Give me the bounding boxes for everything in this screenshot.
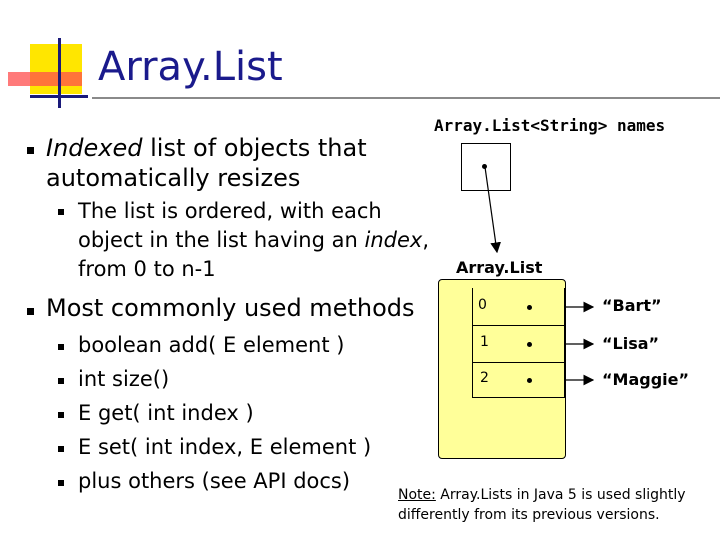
sub-bullet-marker	[58, 412, 64, 418]
note-label: Note:	[398, 487, 436, 503]
note-line-2: differently from its previous versions.	[398, 507, 660, 523]
reference-dot	[482, 164, 487, 169]
sub-bullet-marker	[58, 480, 64, 486]
row-dot	[527, 342, 532, 347]
title-underline-rule	[92, 97, 720, 99]
bullet-1-line-2: automatically resizes	[46, 164, 301, 192]
sub-bullet-1-line-1: The list is ordered, with each	[78, 199, 382, 223]
decor-vertical-line	[58, 38, 61, 108]
method-item: boolean add( E element )	[78, 333, 345, 357]
sub-bullet-marker	[58, 344, 64, 350]
method-item: E get( int index )	[78, 401, 254, 425]
row-dot	[527, 378, 532, 383]
decor-red-bar	[8, 72, 82, 86]
sub-bullet-marker	[58, 446, 64, 452]
row-index: 2	[480, 370, 489, 386]
sub-line2-post: ,	[422, 228, 429, 252]
bullet-1-line-1: Indexed list of objects that	[46, 132, 367, 164]
sub-line2-italic: index	[364, 228, 423, 252]
sub-bullet-marker	[58, 209, 64, 215]
note-line-1: Note: Array.Lists in Java 5 is used slig…	[398, 485, 686, 505]
bullet-marker	[27, 308, 34, 315]
row-divider	[472, 362, 564, 363]
list-label: Array.List	[456, 258, 543, 277]
method-item: E set( int index, E element )	[78, 435, 372, 459]
method-item: int size()	[78, 367, 170, 391]
bullet-1-italic: Indexed	[46, 134, 143, 162]
row-index: 1	[480, 334, 489, 350]
reference-arrow	[484, 166, 502, 254]
bullet-1-rest: list of objects that	[142, 134, 367, 162]
index-column-divider	[472, 288, 473, 398]
row-value: “Maggie”	[602, 370, 689, 389]
bullet-2-text: Most commonly used methods	[46, 294, 415, 322]
bullet-marker	[27, 147, 34, 154]
slide-title: Array.List	[98, 44, 283, 90]
right-column-divider	[564, 288, 565, 398]
variable-label: Array.List<String> names	[434, 116, 666, 135]
sub-bullet-1-line-2: object in the list having an index,	[78, 226, 429, 255]
row-dot	[527, 305, 532, 310]
row-value: “Lisa”	[602, 334, 660, 353]
note-text: Note: Array.Lists in Java 5 is used slig…	[398, 485, 686, 525]
array-list-box	[438, 279, 566, 459]
row-value: “Bart”	[602, 296, 662, 315]
row-index: 0	[478, 297, 487, 313]
method-item: plus others (see API docs)	[78, 469, 351, 493]
note-line-1-text: Array.Lists in Java 5 is used slightly	[435, 487, 686, 503]
row-divider	[472, 325, 564, 326]
sub-line2-pre: object in the list having an	[78, 228, 365, 252]
decor-horizontal-line	[30, 95, 88, 98]
sub-bullet-marker	[58, 378, 64, 384]
sub-bullet-1-line-3: from 0 to n-1	[78, 257, 216, 281]
row-divider	[472, 397, 564, 398]
